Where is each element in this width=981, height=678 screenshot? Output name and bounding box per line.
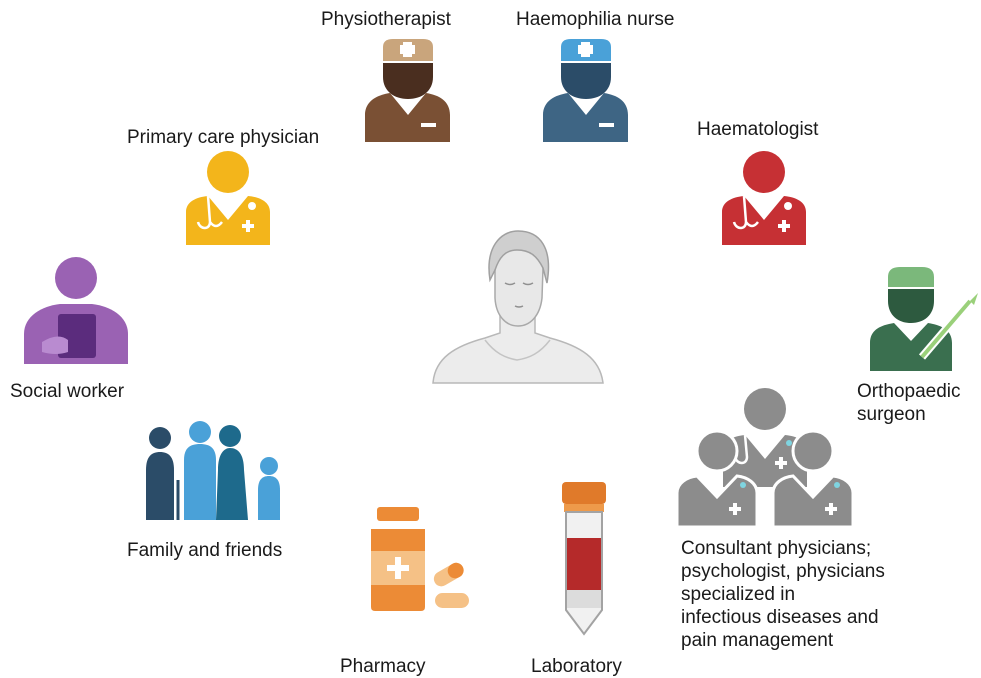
physiotherapist-label: Physiotherapist xyxy=(321,9,451,30)
consultants-line-2: psychologist, physicians xyxy=(681,561,885,582)
haematologist-icon xyxy=(722,151,806,245)
patient-icon xyxy=(432,230,604,384)
pharmacy-label: Pharmacy xyxy=(340,656,426,677)
physiotherapist-icon xyxy=(365,39,450,142)
primary-care-icon xyxy=(186,151,270,245)
haemophilia-nurse-label: Haemophilia nurse xyxy=(516,9,675,30)
social-worker-icon xyxy=(24,257,128,364)
consultants-line-4: infectious diseases and xyxy=(681,607,879,628)
nurse-icon xyxy=(543,39,628,142)
test-tube-icon xyxy=(562,482,606,636)
orthopaedic-label-1: Orthopaedic xyxy=(857,381,961,402)
orthopaedic-label-2: surgeon xyxy=(857,404,926,425)
consultants-line-5: pain management xyxy=(681,630,834,651)
doctors-group-icon xyxy=(675,388,855,529)
surgeon-icon xyxy=(870,267,978,371)
laboratory-label: Laboratory xyxy=(531,656,622,677)
family-icon xyxy=(146,421,280,520)
consultants-line-3: specialized in xyxy=(681,584,796,605)
family-label: Family and friends xyxy=(127,540,283,561)
haematologist-label: Haematologist xyxy=(697,119,819,140)
consultants-line-1: Consultant physicians; xyxy=(681,538,872,559)
medicine-bottle-icon xyxy=(371,507,469,611)
primary-care-label: Primary care physician xyxy=(127,127,320,148)
social-worker-label: Social worker xyxy=(10,381,125,402)
